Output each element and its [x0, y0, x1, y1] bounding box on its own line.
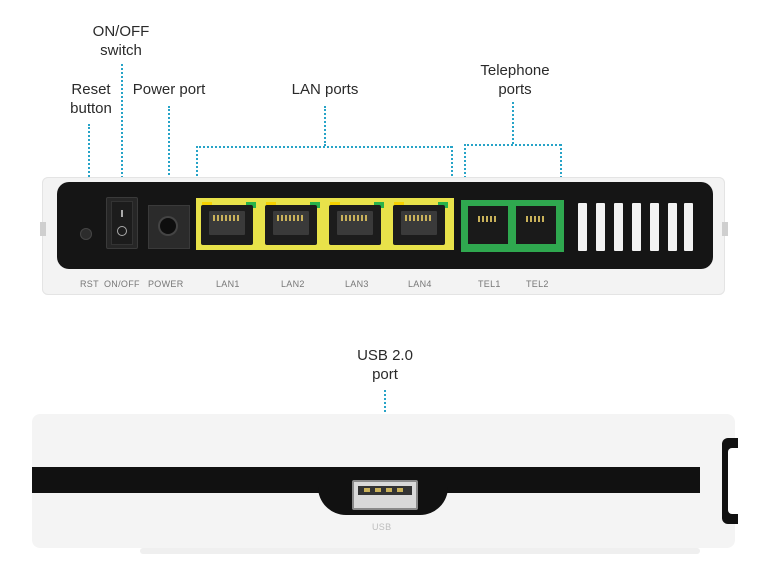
lan1-port[interactable] [201, 205, 253, 245]
usb-port[interactable] [352, 480, 418, 510]
side-clip [722, 438, 738, 524]
on-symbol-icon [121, 210, 123, 217]
lan3-label: LAN3 [345, 279, 369, 289]
lan-ports-callout: LAN ports [291, 81, 359, 98]
power-port-callout: Power port [132, 81, 206, 98]
floor-shadow [140, 548, 700, 554]
vent-slot [578, 203, 587, 251]
tel-bracket-right [560, 144, 562, 178]
onoff-label: ON/OFF [104, 279, 140, 289]
tel2-pins [526, 216, 546, 222]
lan3-port[interactable] [329, 205, 381, 245]
onoff-switch-callout: ON/OFF switch [92, 23, 150, 59]
rst-label: RST [80, 279, 99, 289]
lan1-pins [213, 215, 241, 221]
lan4-label: LAN4 [408, 279, 432, 289]
lan4-port[interactable] [393, 205, 445, 245]
tel1-port[interactable] [468, 206, 508, 244]
tel1-pins [478, 216, 498, 222]
tel1-label: TEL1 [478, 279, 501, 289]
vent-slot [596, 203, 605, 251]
telephone-ports-callout: Telephone ports [480, 62, 550, 98]
lan3-pins [341, 215, 369, 221]
vent-slot [684, 203, 693, 251]
reset-button[interactable] [80, 228, 92, 240]
power-label: POWER [148, 279, 184, 289]
vent-slot [650, 203, 659, 251]
lan4-pins [405, 215, 433, 221]
lan2-pins [277, 215, 305, 221]
vent-slot [668, 203, 677, 251]
tel2-port[interactable] [516, 206, 556, 244]
lan2-port[interactable] [265, 205, 317, 245]
usb-label: USB [372, 522, 392, 532]
lan1-label: LAN1 [216, 279, 240, 289]
lan-leader-line [324, 106, 326, 146]
usb-port-callout: USB 2.0 port [357, 347, 413, 383]
tel-bracket [464, 144, 561, 146]
onoff-rocker[interactable] [111, 201, 133, 245]
lan-bracket [196, 146, 452, 148]
right-side-tab [722, 222, 728, 236]
lan-bracket-left [196, 146, 198, 180]
vent-slot [632, 203, 641, 251]
reset-leader-line [88, 124, 90, 180]
reset-button-callout: Reset button [70, 81, 112, 117]
tel2-label: TEL2 [526, 279, 549, 289]
usb-pins [364, 488, 406, 492]
vent-slot [614, 203, 623, 251]
off-symbol-icon [117, 226, 127, 236]
lan2-label: LAN2 [281, 279, 305, 289]
power-leader-line [168, 106, 170, 182]
power-port[interactable] [148, 205, 190, 249]
left-side-tab [40, 222, 46, 236]
lan-bracket-right [451, 146, 453, 180]
tel-leader-line [512, 102, 514, 144]
tel-bracket-left [464, 144, 466, 178]
onoff-leader-line [121, 64, 123, 182]
